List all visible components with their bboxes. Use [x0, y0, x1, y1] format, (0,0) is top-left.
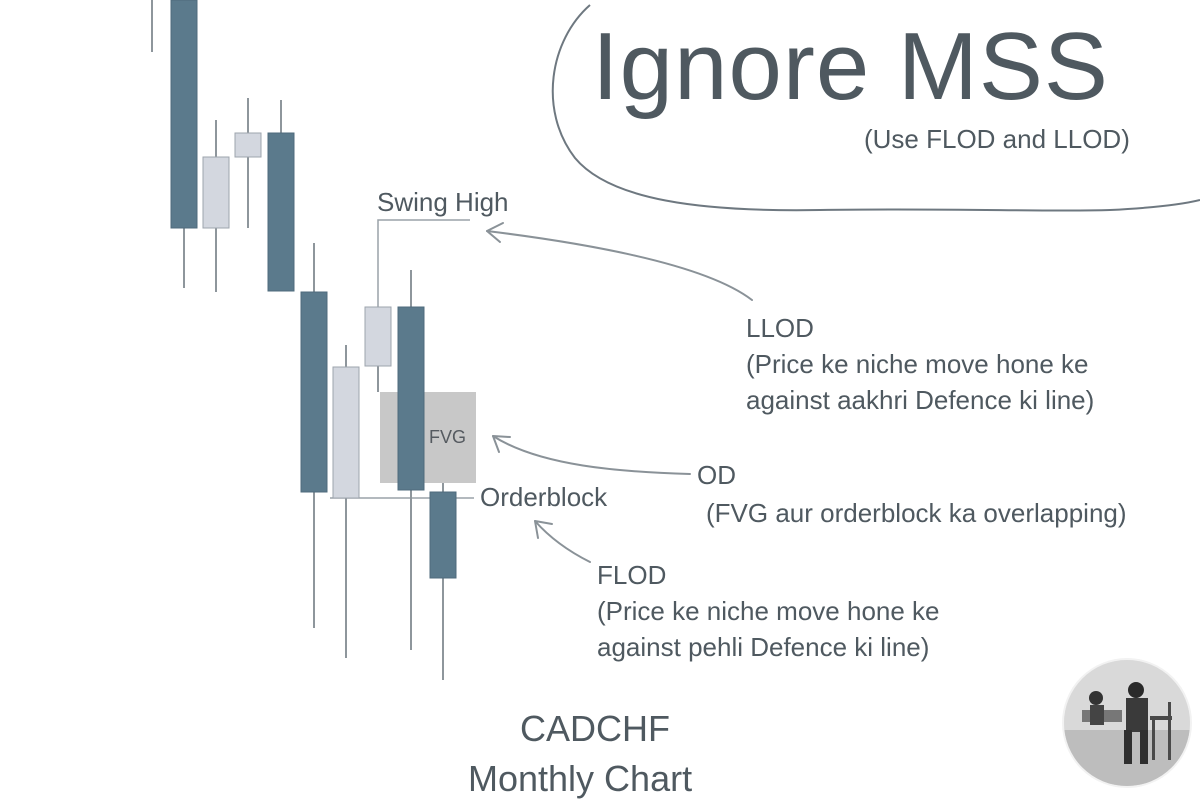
candle-body-4 [267, 132, 295, 292]
od-arrow [492, 435, 691, 475]
candle-body-6 [332, 366, 360, 499]
swing-high-label: Swing High [377, 187, 509, 217]
candle-body-2 [202, 156, 230, 229]
flod-description-line1: (Price ke niche move hone ke [597, 596, 940, 626]
title-cloud-outline [551, 4, 1200, 212]
flod-arrow [534, 520, 591, 563]
candle-body-3 [234, 132, 262, 158]
candle-body-5 [300, 291, 328, 493]
llod-description-line2: against aakhri Defence ki line) [746, 385, 1095, 415]
currency-pair-label: CADCHF [520, 708, 670, 749]
swing-high-line [377, 219, 470, 307]
od-title: OD [697, 460, 736, 490]
fvg-zone-label: FVG [429, 427, 467, 447]
orderblock-label: Orderblock [480, 482, 608, 512]
od-description: (FVG aur orderblock ka overlapping) [706, 498, 1127, 528]
flod-description-line2: against pehli Defence ki line) [597, 632, 930, 662]
fvg-zone [380, 392, 476, 483]
llod-description-line1: (Price ke niche move hone ke [746, 349, 1089, 379]
candle-body-1 [170, 0, 198, 229]
llod-title: LLOD [746, 313, 814, 343]
page-subtitle: (Use FLOD and LLOD) [864, 124, 1130, 154]
candle-body-9 [429, 491, 457, 579]
candle-body-8 [397, 306, 425, 491]
page-title: Ignore MSS [592, 13, 1109, 120]
candle-body-7 [364, 306, 392, 367]
candles-group [151, 0, 457, 680]
llod-arrow [486, 222, 753, 301]
timeframe-label: Monthly Chart [468, 758, 693, 799]
flod-title: FLOD [597, 560, 667, 590]
vintage-photo-avatar [1062, 658, 1192, 788]
